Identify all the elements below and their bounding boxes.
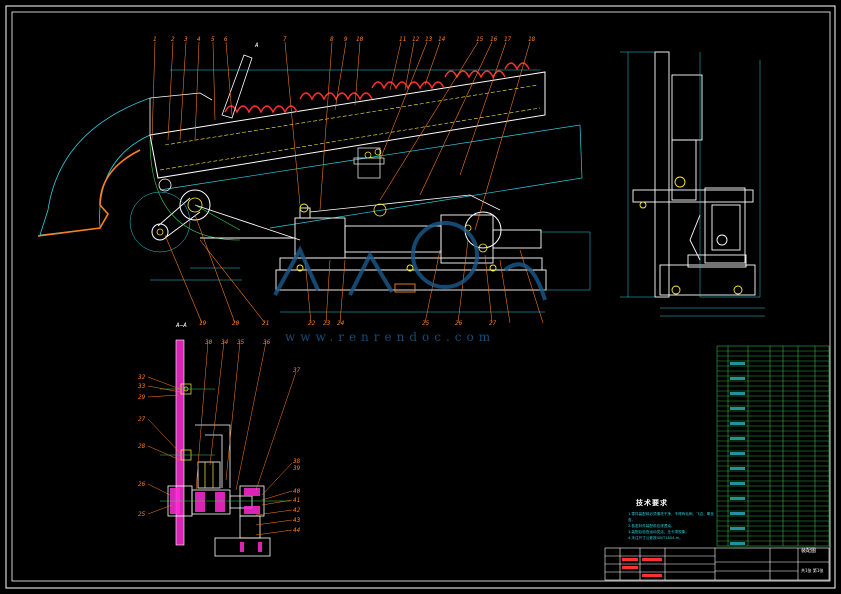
table-cell-fill xyxy=(730,542,745,545)
section-view-title: A—A xyxy=(176,322,187,329)
tech-requirements-body: 1.零件装配前必须清洗干净，不得有毛刺、飞边、氧化皮。 2.各密封件装配前应浸透… xyxy=(628,511,716,541)
balloon-label: 14 xyxy=(438,36,446,43)
balloon-label: 4 xyxy=(197,36,201,43)
balloon-label: 10 xyxy=(356,36,364,43)
tech-line: 4.未注尺寸公差按GB/T1804-m。 xyxy=(628,536,683,540)
balloon-label: 28 xyxy=(138,443,146,450)
balloon-label: 37 xyxy=(293,367,301,374)
side-view xyxy=(632,51,756,298)
balloon-label: 25 xyxy=(422,320,430,327)
balloon-label: 24 xyxy=(337,320,345,327)
title-block-sheet: 共1张 第1张 xyxy=(801,568,824,573)
table-cell-fill xyxy=(730,377,745,380)
table-cell-fill xyxy=(730,407,745,410)
balloon-label: 7 xyxy=(283,36,287,43)
balloon-label: 32 xyxy=(138,374,146,381)
balloon-label: 44 xyxy=(293,527,301,534)
section-a-a-view xyxy=(147,339,297,557)
side-view-dimensions xyxy=(620,51,765,317)
balloon-label: 40 xyxy=(293,488,301,495)
parts-table-rows xyxy=(717,350,829,545)
balloon-label: 18 xyxy=(528,36,536,43)
tech-line: 2.各密封件装配前应浸透油。 xyxy=(628,524,675,528)
balloon-label: 41 xyxy=(293,497,301,504)
balloon-label: 27 xyxy=(138,416,146,423)
balloon-label: 19 xyxy=(199,320,207,327)
balloon-label: 20 xyxy=(232,320,240,327)
balloon-label: 5 xyxy=(211,36,215,43)
table-cell-fill xyxy=(730,482,745,485)
title-block-drawing-name: 装配图 xyxy=(801,548,817,554)
tech-requirements-title: 技术要求 xyxy=(636,499,668,507)
balloon-label: 15 xyxy=(476,36,484,43)
inner-frame xyxy=(11,11,831,582)
table-cell-fill xyxy=(730,497,745,500)
balloon-label: 26 xyxy=(138,481,146,488)
balloon-label: 2 xyxy=(171,36,175,43)
balloon-label: 13 xyxy=(425,36,433,43)
tech-line: 3.装配后检查运动灵活，无卡滞现象。 xyxy=(628,530,689,534)
table-cell-fill xyxy=(730,437,745,440)
title-block-red-entries xyxy=(622,558,662,577)
balloon-label: 21 xyxy=(262,320,270,327)
table-cell-fill xyxy=(730,362,745,365)
table-cell-fill xyxy=(730,467,745,470)
balloon-label: 33 xyxy=(138,383,146,390)
balloon-label: 16 xyxy=(490,36,498,43)
balloon-label: 1 xyxy=(153,36,157,43)
watermark-logo xyxy=(273,221,547,301)
title-block xyxy=(604,547,830,581)
balloon-label: 17 xyxy=(504,36,512,43)
outer-frame xyxy=(5,5,836,589)
crank-disk xyxy=(179,189,211,221)
balloon-label: 27 xyxy=(489,320,497,327)
watermark-text: www.renrendoc.com xyxy=(285,330,496,344)
inclined-trough xyxy=(149,71,546,179)
tech-line: 1.零件装配前必须清洗干净，不得有毛刺、飞边、氧化皮。 xyxy=(628,512,715,522)
balloon-label: 34 xyxy=(221,339,229,346)
balloon-label: 36 xyxy=(263,339,271,346)
balloon-label: 3 xyxy=(184,36,188,43)
balloon-label: 25 xyxy=(138,511,146,518)
section-marker-main: A xyxy=(255,42,259,49)
main-elevation-view xyxy=(37,41,591,324)
balloon-label: 39 xyxy=(293,465,301,472)
balloon-label: 38 xyxy=(293,458,301,465)
balloon-label: 30 xyxy=(205,339,213,346)
table-cell-fill xyxy=(730,527,745,530)
balloon-label: 35 xyxy=(237,339,245,346)
balloon-label: 23 xyxy=(323,320,331,327)
hopper-arc xyxy=(39,97,151,236)
table-cell-fill xyxy=(730,512,745,515)
balloon-label: 8 xyxy=(330,36,334,43)
hopper-liner xyxy=(37,149,141,237)
table-cell-fill xyxy=(730,452,745,455)
balloon-label: 29 xyxy=(138,394,146,401)
table-cell-fill xyxy=(730,392,745,395)
balloon-label: 9 xyxy=(344,36,348,43)
balloon-label: 11 xyxy=(399,36,407,43)
screw-flights xyxy=(224,62,530,114)
base-frame xyxy=(275,257,547,293)
balloon-label: 42 xyxy=(293,507,301,514)
table-cell-fill xyxy=(730,422,745,425)
balloon-label: 22 xyxy=(308,320,316,327)
balloon-label: 12 xyxy=(412,36,420,43)
balloon-label: 43 xyxy=(293,517,301,524)
drive-cylinder xyxy=(200,203,542,264)
balloon-label: 6 xyxy=(224,36,228,43)
balloon-label: 26 xyxy=(455,320,463,327)
